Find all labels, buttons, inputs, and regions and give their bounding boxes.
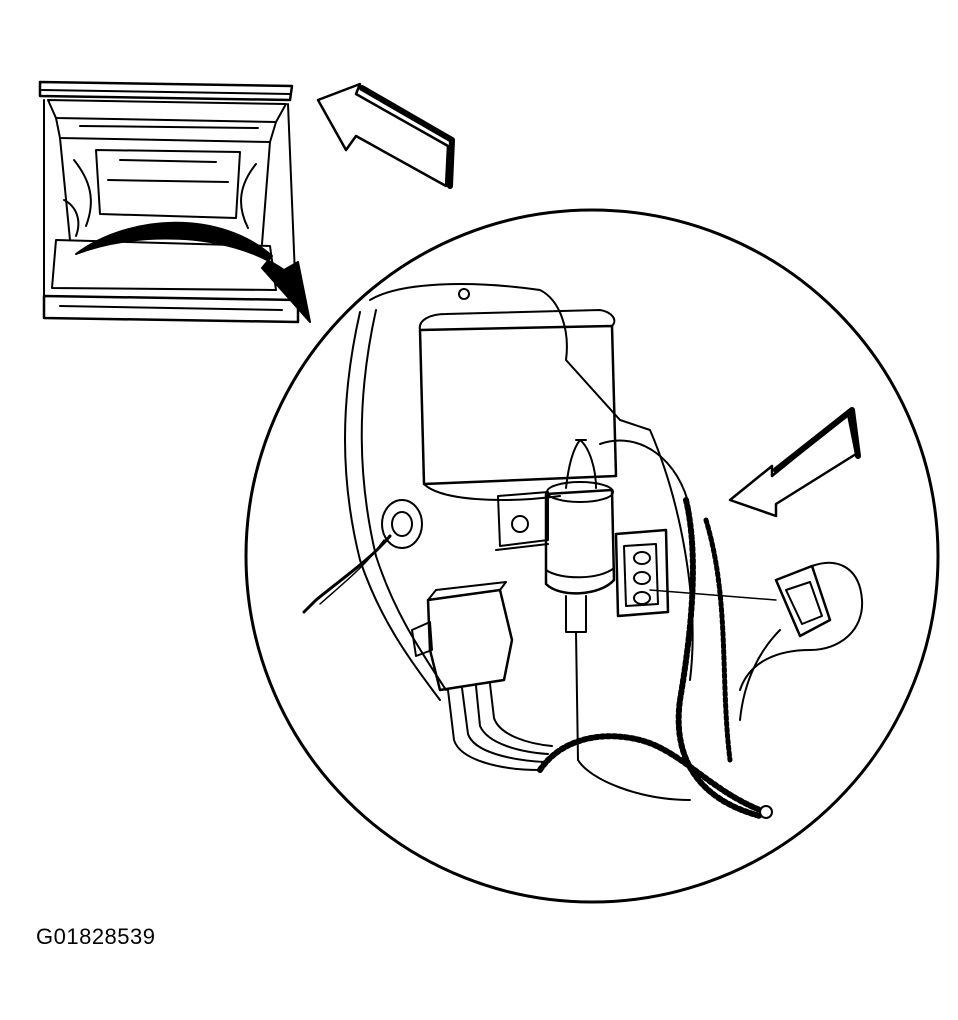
vehicle-rear-overview (38, 80, 311, 324)
detail-circle (244, 208, 940, 904)
component-detail (302, 283, 864, 819)
overview-arrow (316, 82, 455, 189)
component-arrow (728, 407, 861, 518)
figure-id-label: G01828539 (36, 924, 156, 949)
